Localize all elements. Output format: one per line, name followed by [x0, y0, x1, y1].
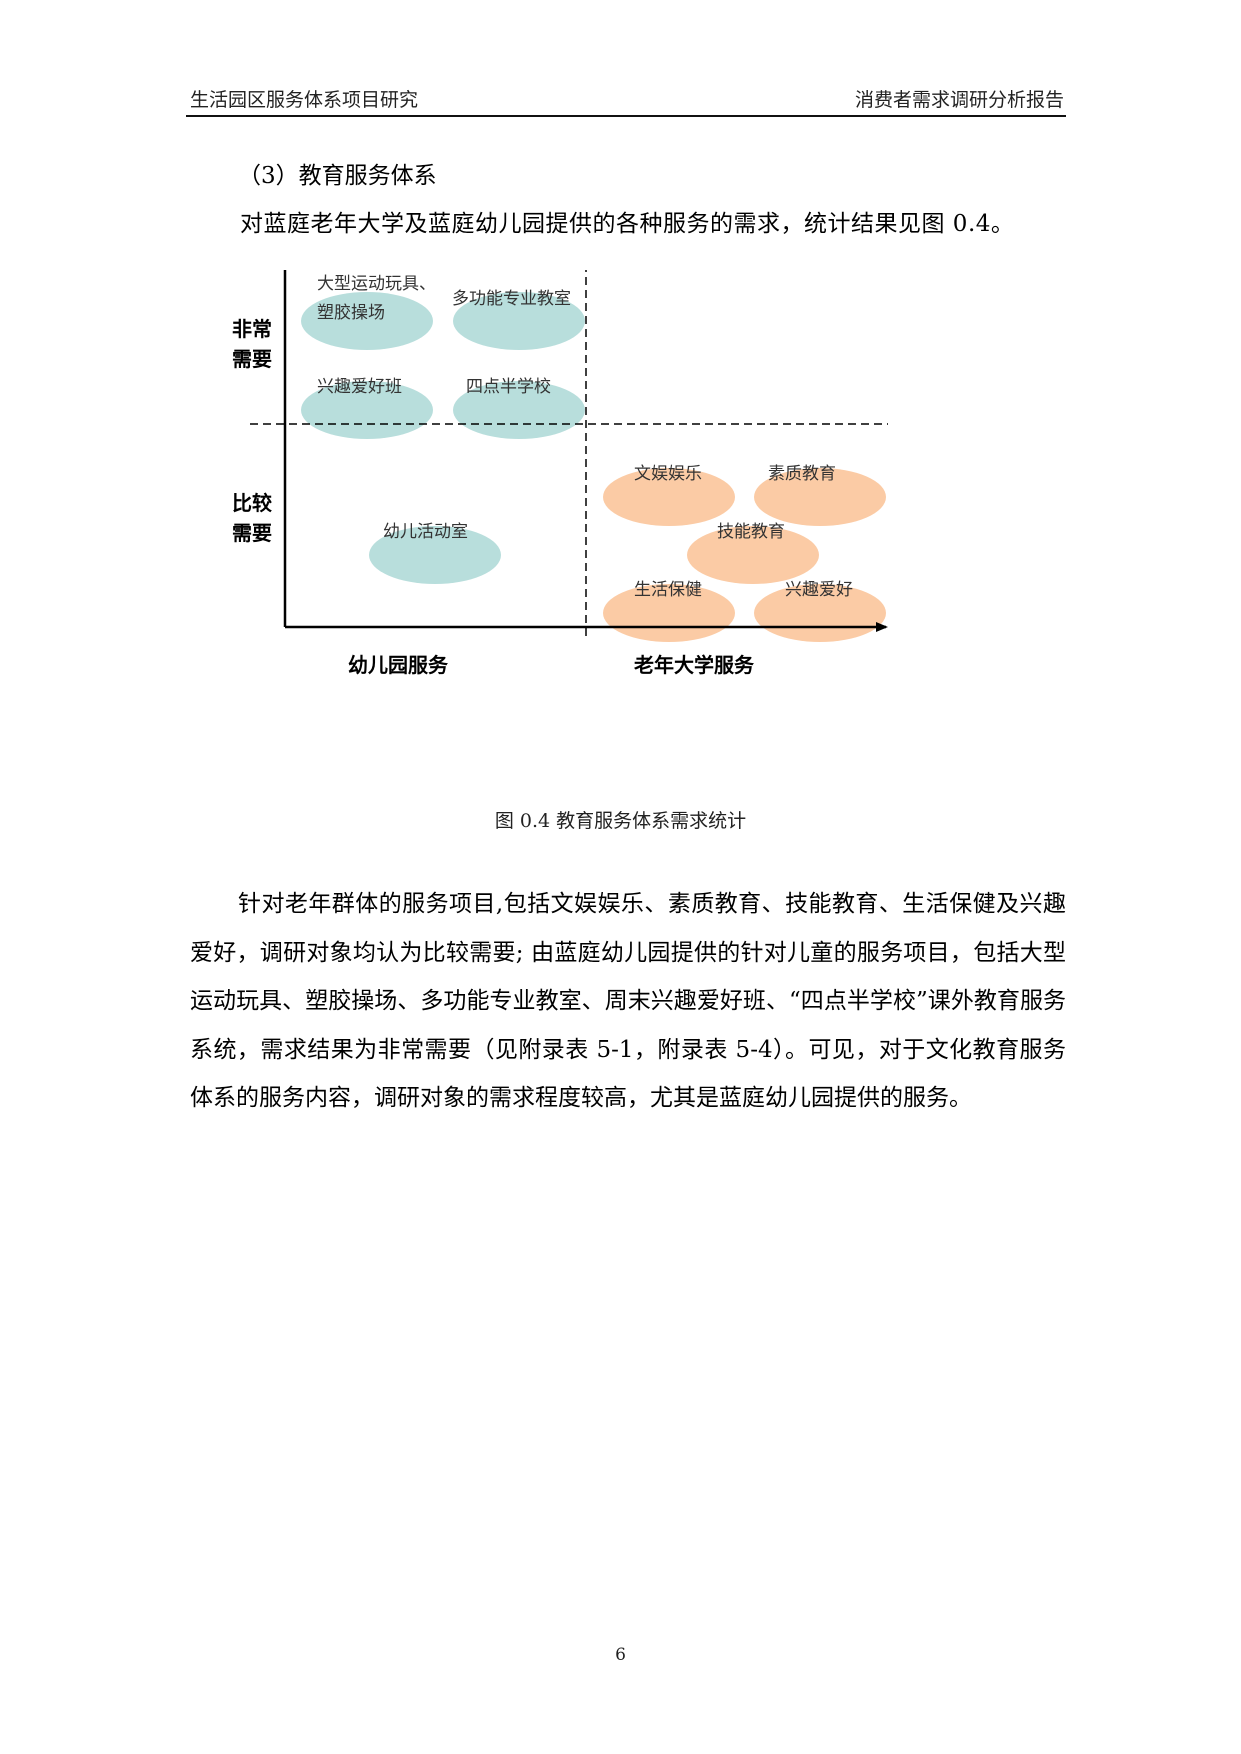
ellipse-kids-activity-room — [369, 526, 501, 584]
y-label-line: 比较 — [232, 491, 272, 515]
ellipse-skill-education — [687, 526, 819, 584]
label-interest-class: 兴趣爱好班 — [317, 377, 402, 397]
label-large-toys-playground: 大型运动玩具、 塑胶操场 — [317, 270, 436, 328]
body-paragraph: 针对老年群体的服务项目,包括文娱娱乐、素质教育、技能教育、生活保健及兴趣爱好，调… — [190, 891, 1066, 1111]
section-heading: （3）教育服务体系 — [238, 163, 437, 189]
y-label-line: 非常 — [232, 317, 272, 341]
label-quality-education: 素质教育 — [768, 464, 836, 484]
y-label-line: 需要 — [232, 521, 272, 545]
label-kids-activity-room: 幼儿活动室 — [383, 522, 468, 542]
y-label-line: 需要 — [232, 347, 272, 371]
y-label-very-needed: 非常 需要 — [222, 314, 282, 374]
label-skill-education: 技能教育 — [717, 522, 785, 542]
label-hobbies: 兴趣爱好 — [785, 580, 853, 600]
header-left-title: 生活园区服务体系项目研究 — [190, 89, 419, 111]
label-multifunction-classroom: 多功能专业教室 — [452, 289, 571, 309]
y-label-fairly-needed: 比较 需要 — [222, 488, 282, 548]
header-right-title: 消费者需求调研分析报告 — [854, 89, 1064, 111]
x-label-senior-university-services: 老年大学服务 — [634, 653, 754, 677]
ellipse-entertainment — [603, 468, 735, 526]
header-rule — [186, 115, 1066, 117]
diagram-svg — [250, 270, 888, 642]
figure-caption: 图 0.4 教育服务体系需求统计 — [494, 810, 747, 832]
label-health-care: 生活保健 — [634, 580, 702, 600]
intro-text: 对蓝庭老年大学及蓝庭幼儿园提供的各种服务的需求，统计结果见图 0.4。 — [240, 211, 1015, 237]
label-line: 塑胶操场 — [317, 303, 385, 323]
label-entertainment: 文娱娱乐 — [634, 464, 702, 484]
ellipse-large-toys-playground — [301, 292, 433, 350]
ellipse-quality-education — [754, 468, 886, 526]
ellipse-multifunction-classroom — [453, 292, 585, 350]
x-label-kindergarten-services: 幼儿园服务 — [348, 653, 448, 677]
label-line: 大型运动玩具、 — [317, 274, 436, 294]
demand-matrix-diagram: 大型运动玩具、 塑胶操场 多功能专业教室 兴趣爱好班 四点半学校 幼儿活动室 文… — [232, 270, 1010, 770]
label-four-thirty-school: 四点半学校 — [466, 377, 551, 397]
page-number: 6 — [615, 1645, 626, 1665]
